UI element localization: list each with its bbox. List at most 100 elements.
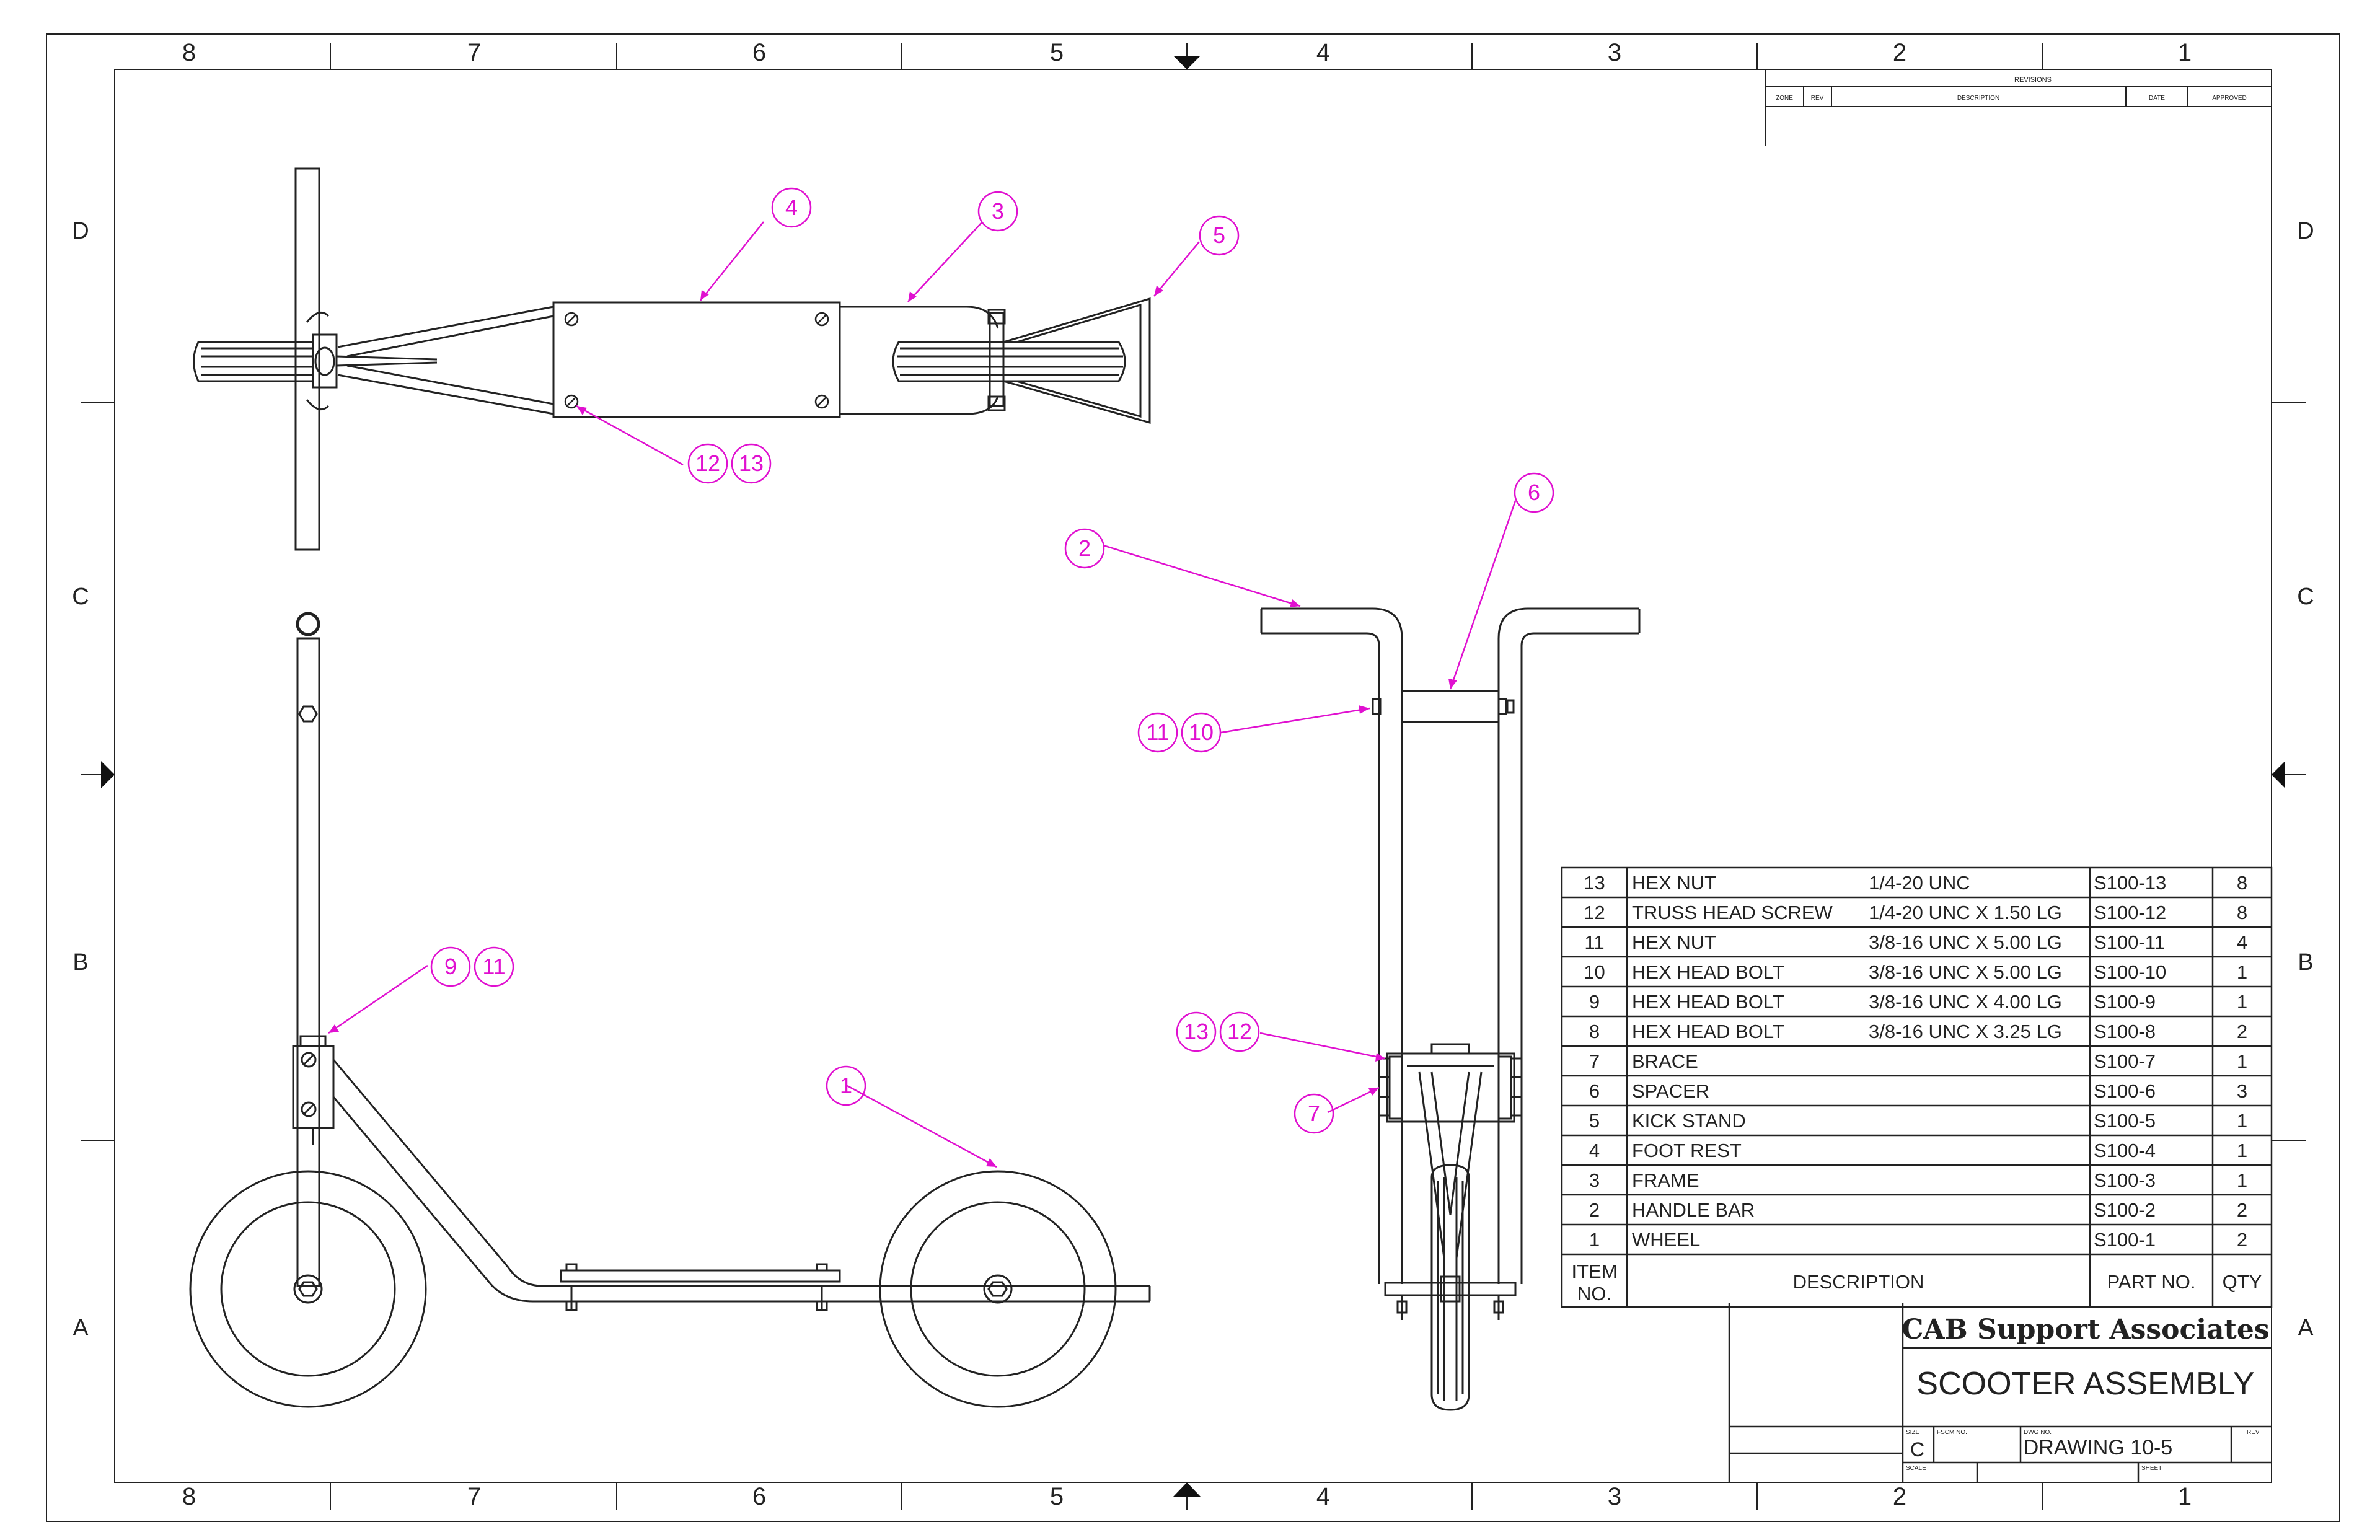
row-label: B: [2298, 949, 2313, 975]
bom-part-no: S100-8: [2094, 1021, 2156, 1042]
bom-description: HEX HEAD BOLT: [1632, 961, 1784, 983]
bom-header-description: DESCRIPTION: [1793, 1271, 1924, 1293]
balloon-12-13: 12 13: [687, 443, 772, 484]
bom-description: HEX NUT: [1632, 872, 1716, 894]
bom-item-no: 1: [1589, 1229, 1600, 1251]
bom-spec: 3/8-16 UNC X 4.00 LG: [1869, 991, 2062, 1013]
row-label: D: [72, 218, 89, 244]
bom-part-no: S100-13: [2094, 872, 2166, 894]
column-label: 5: [1050, 39, 1064, 66]
column-label: 6: [752, 1483, 766, 1510]
column-label: 3: [1608, 1483, 1621, 1510]
bom-description: TRUSS HEAD SCREW: [1632, 902, 1833, 923]
sheet-border: [46, 33, 2340, 1522]
balloon-7-label: 7: [1308, 1101, 1320, 1126]
bom-header-part-no: PART NO.: [2107, 1271, 2196, 1293]
balloon-6-label: 6: [1528, 480, 1540, 505]
bom-spec: 1/4-20 UNC: [1869, 872, 1970, 894]
dwg-no-value: DRAWING 10-5: [2024, 1436, 2173, 1459]
bom-spec: 1/4-20 UNC X 1.50 LG: [1869, 902, 2062, 923]
rev-header-date: DATE: [2149, 95, 2165, 102]
sheet-label: SHEET: [2141, 1465, 2162, 1472]
row-labels-left: D C B A: [72, 218, 89, 1341]
bom-part-no: S100-5: [2094, 1110, 2156, 1132]
leader-arrowheads: [328, 286, 1457, 1167]
centering-arrows: [101, 56, 2285, 1497]
bom-part-no: S100-12: [2094, 902, 2166, 923]
bom-spec: 3/8-16 UNC X 5.00 LG: [1869, 961, 2062, 983]
title-block: [1728, 1303, 2272, 1482]
side-view: [189, 612, 1151, 1408]
foot-rest-screws: [564, 312, 829, 409]
balloon-5-label: 5: [1213, 222, 1225, 248]
bom-description: KICK STAND: [1632, 1110, 1746, 1132]
bom-qty: 3: [2237, 1080, 2247, 1102]
row-label: D: [2297, 218, 2314, 244]
bom-part-no: S100-2: [2094, 1199, 2156, 1221]
balloon-11-label: 11: [1146, 719, 1169, 745]
bom-qty: 1: [2237, 1050, 2247, 1072]
rev-label: REV: [2247, 1429, 2260, 1436]
bom-description: BRACE: [1632, 1050, 1698, 1072]
column-label: 7: [467, 1483, 481, 1510]
balloon-11b-label: 11: [482, 954, 505, 979]
row-label: B: [73, 949, 88, 975]
bom-qty: 1: [2237, 961, 2247, 983]
balloon-1: 1: [826, 1065, 866, 1106]
bom-spec: 3/8-16 UNC X 5.00 LG: [1869, 931, 2062, 953]
balloon-10-label: 10: [1189, 719, 1214, 745]
top-view: [193, 167, 1151, 551]
bom-qty: 1: [2237, 1140, 2247, 1161]
balloon-1-label: 1: [840, 1073, 852, 1098]
balloon-9-label: 9: [444, 954, 457, 979]
bom-qty: 8: [2237, 872, 2247, 894]
bom-qty: 2: [2237, 1021, 2247, 1042]
balloon-13-12: 13 12: [1176, 1011, 1260, 1052]
size-value: C: [1910, 1438, 1924, 1461]
balloon-4-label: 4: [785, 195, 798, 220]
revisions-block: [1765, 69, 2272, 146]
row-label: C: [72, 584, 89, 610]
bom-item-no: 7: [1589, 1050, 1600, 1072]
bom-qty: 2: [2237, 1229, 2247, 1251]
balloon-11-10: 11 10: [1137, 712, 1222, 753]
bom-item-no: 8: [1589, 1021, 1600, 1042]
bom-qty: 1: [2237, 1110, 2247, 1132]
leader-lines: [328, 221, 1517, 1168]
balloon-2-label: 2: [1078, 535, 1091, 561]
column-label: 4: [1316, 39, 1330, 66]
bom-frame: [1561, 866, 2273, 1308]
balloon-6: 6: [1514, 472, 1554, 513]
bom-part-no: S100-10: [2094, 961, 2166, 983]
balloon-4: 4: [771, 187, 812, 228]
column-label: 8: [182, 39, 196, 66]
rev-header-zone: ZONE: [1776, 95, 1793, 102]
bom-description: FOOT REST: [1632, 1140, 1742, 1161]
bom-part-no: S100-11: [2094, 931, 2165, 953]
balloon-12-label: 12: [695, 451, 720, 476]
column-label: 5: [1050, 1483, 1064, 1510]
rev-header-rev: REV: [1811, 95, 1824, 102]
bom-item-no: 6: [1589, 1080, 1600, 1102]
bom-description: HANDLE BAR: [1632, 1199, 1755, 1221]
bom-item-no: 2: [1589, 1199, 1600, 1221]
bom-part-no: S100-9: [2094, 991, 2156, 1013]
column-label: 4: [1316, 1483, 1330, 1510]
bom-part-no: S100-1: [2094, 1229, 2156, 1251]
row-label: A: [73, 1315, 89, 1341]
balloon-3: 3: [977, 191, 1018, 232]
balloon-5: 5: [1199, 215, 1240, 256]
balloon-12b-label: 12: [1227, 1019, 1252, 1044]
bom-row: 2 HANDLE BAR S100-2 2: [1589, 1199, 2247, 1221]
bom-description: HEX HEAD BOLT: [1632, 991, 1784, 1013]
bom-qty: 2: [2237, 1199, 2247, 1221]
